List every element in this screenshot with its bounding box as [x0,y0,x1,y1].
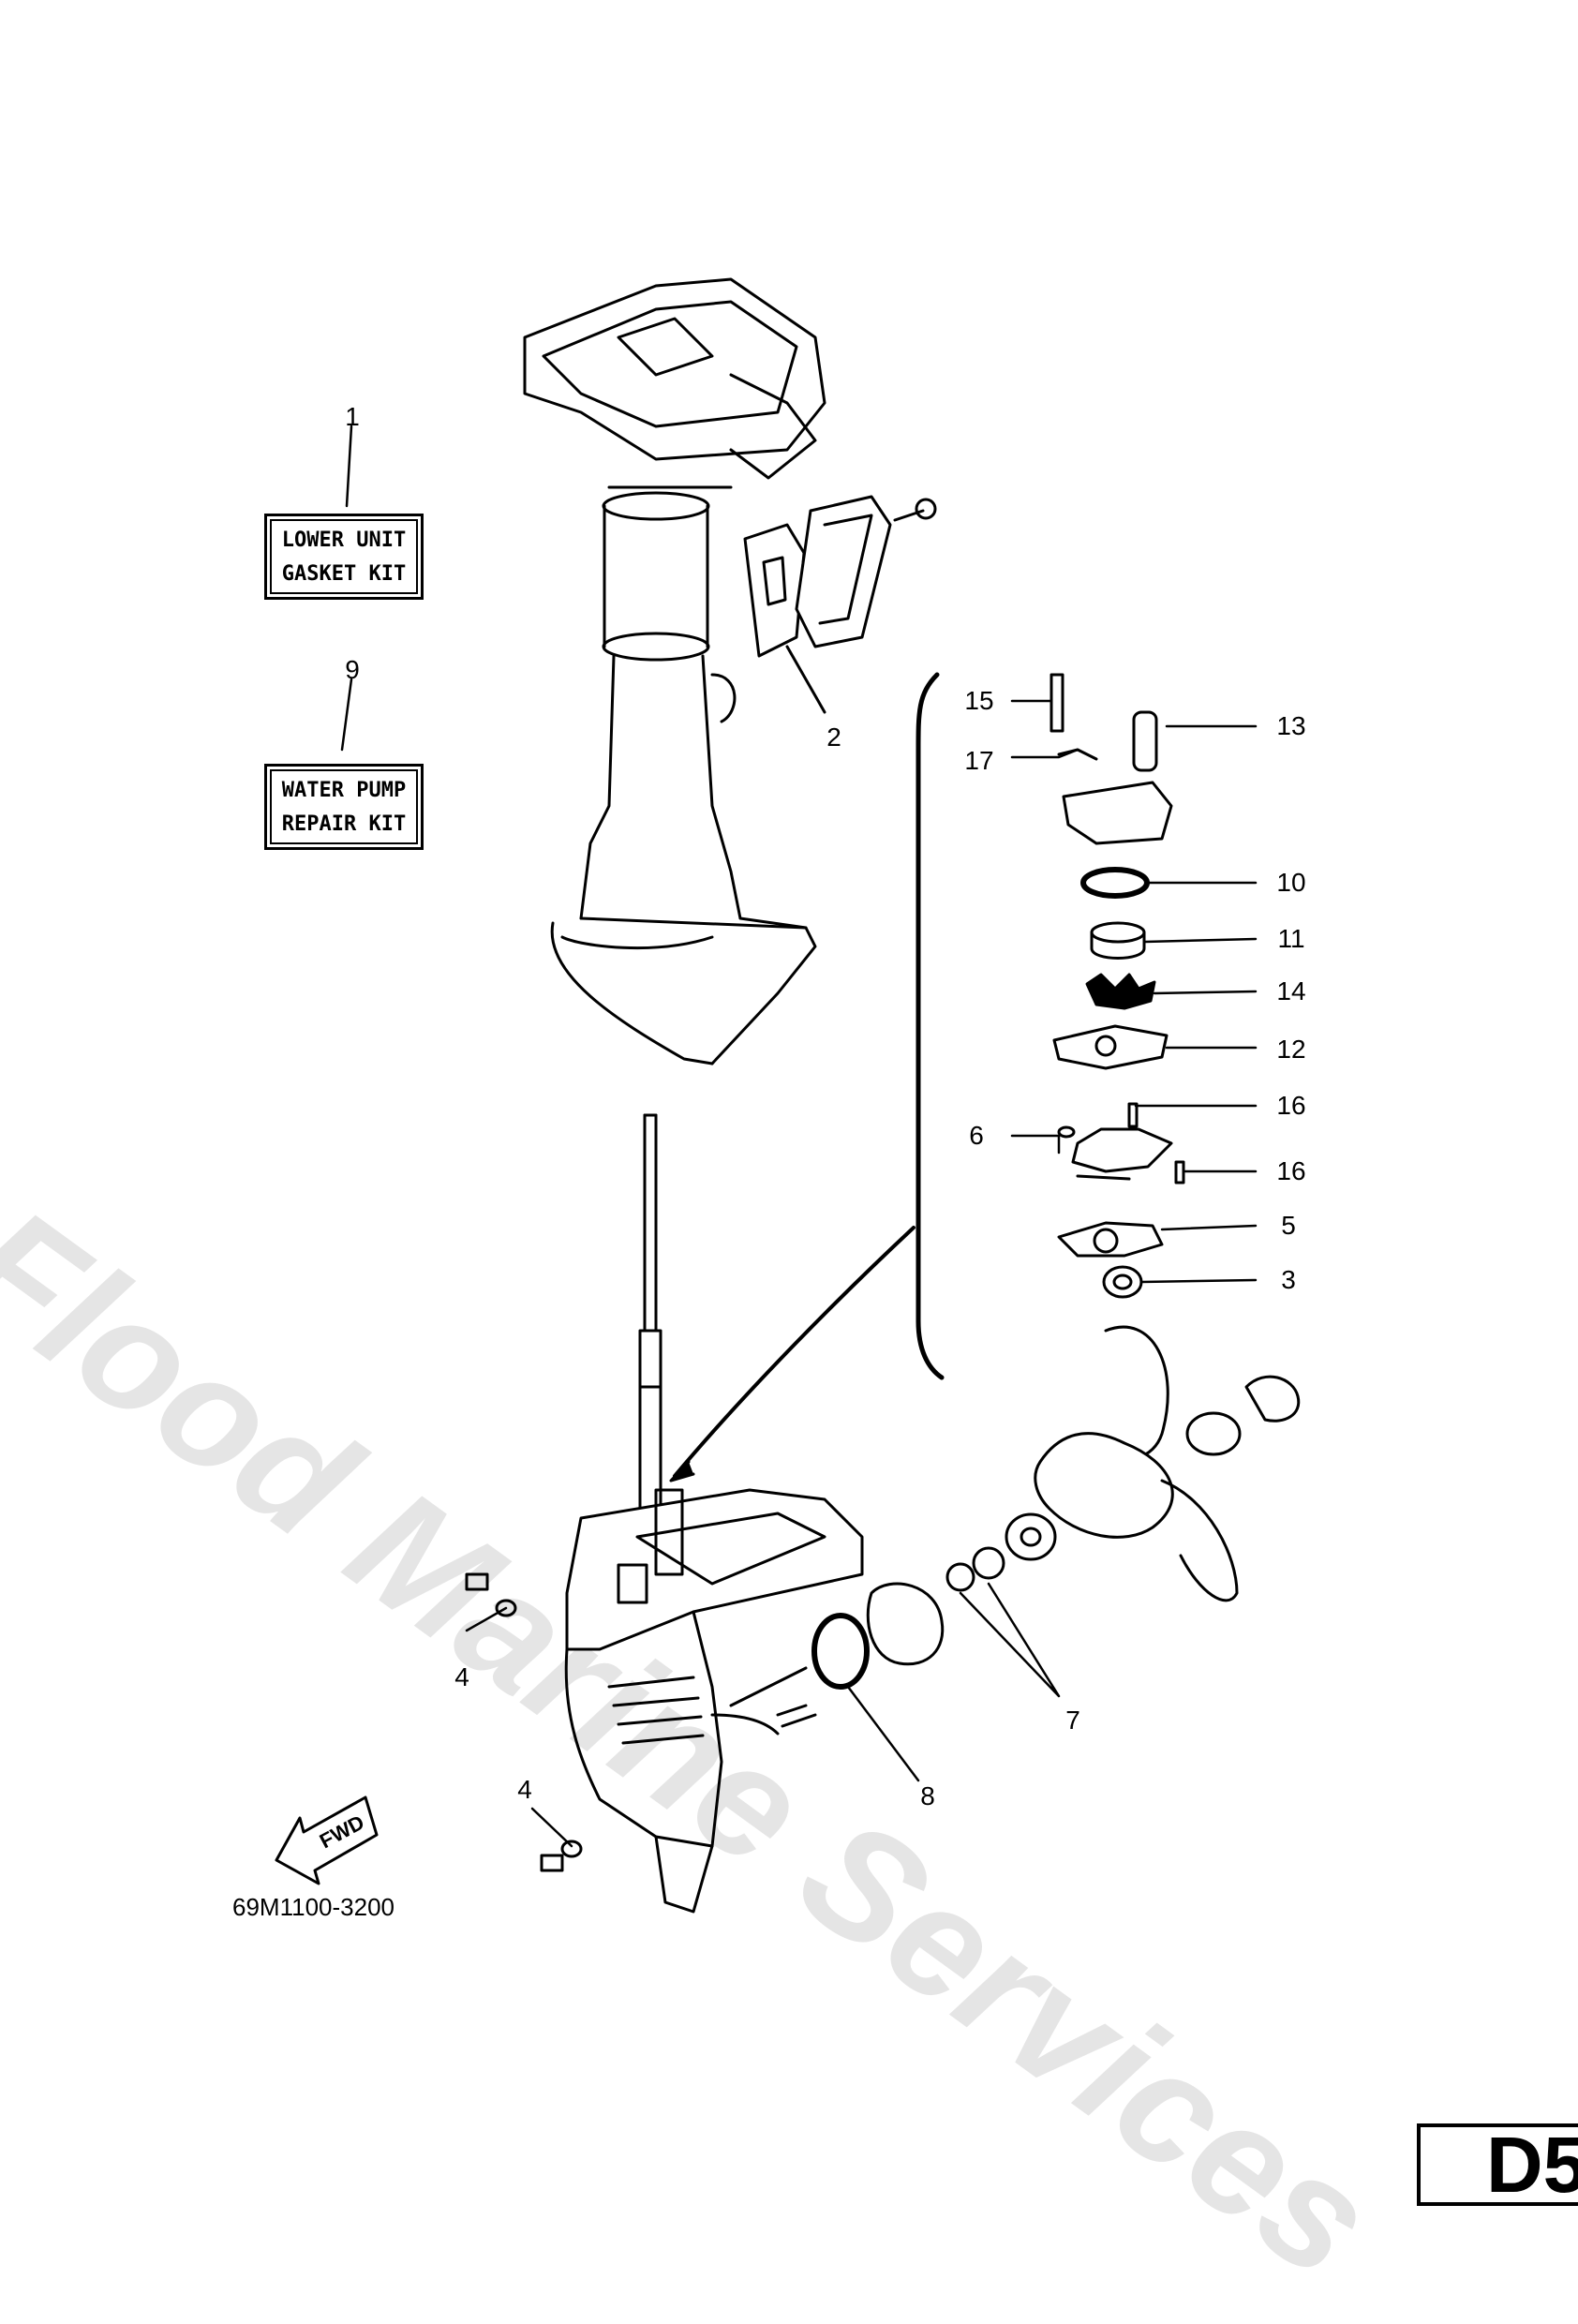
callout-15: 15 [964,686,994,715]
part-2-cover-gasket [743,495,937,714]
callout-6: 6 [969,1121,984,1150]
callout-16b: 16 [1276,1156,1306,1185]
callout-4b: 4 [517,1775,532,1804]
water-pump-repair-kit-label: WATER PUMP REPAIR KIT [264,764,424,850]
kit-line: GASKET KIT [281,562,407,586]
water-pump-parts [669,672,1185,1482]
drive-shaft [638,1113,662,1539]
leader-lines [340,425,1258,1848]
upper-casing [523,277,826,1065]
lower-unit-case [564,1488,864,1914]
callout-9: 9 [345,655,360,684]
callout-1: 1 [345,402,360,431]
part-4-bolts [465,1572,583,1872]
lower-unit-gasket-kit-label: LOWER UNIT GASKET KIT [264,514,424,600]
callout-3: 3 [1281,1265,1296,1294]
callout-13: 13 [1276,711,1306,740]
kit-line: LOWER UNIT [281,529,407,552]
kit-line: WATER PUMP [281,779,407,802]
callout-10: 10 [1276,868,1306,897]
callout-14: 14 [1276,976,1306,1006]
callout-8: 8 [920,1781,935,1810]
kit-line: REPAIR KIT [281,812,407,836]
page-code: D5 [1417,2123,1578,2206]
callout-4a: 4 [454,1662,469,1691]
propeller-assembly [729,1325,1301,1707]
callout-11: 11 [1277,924,1305,953]
callout-16a: 16 [1276,1091,1306,1120]
fwd-arrow-icon [275,1795,379,1885]
callout-2: 2 [826,723,841,752]
callout-17: 17 [964,746,994,775]
callout-12: 12 [1276,1035,1306,1064]
diagram-code: 69M1100-3200 [232,1893,394,1921]
callout-7: 7 [1065,1706,1080,1735]
callout-5: 5 [1281,1211,1296,1240]
